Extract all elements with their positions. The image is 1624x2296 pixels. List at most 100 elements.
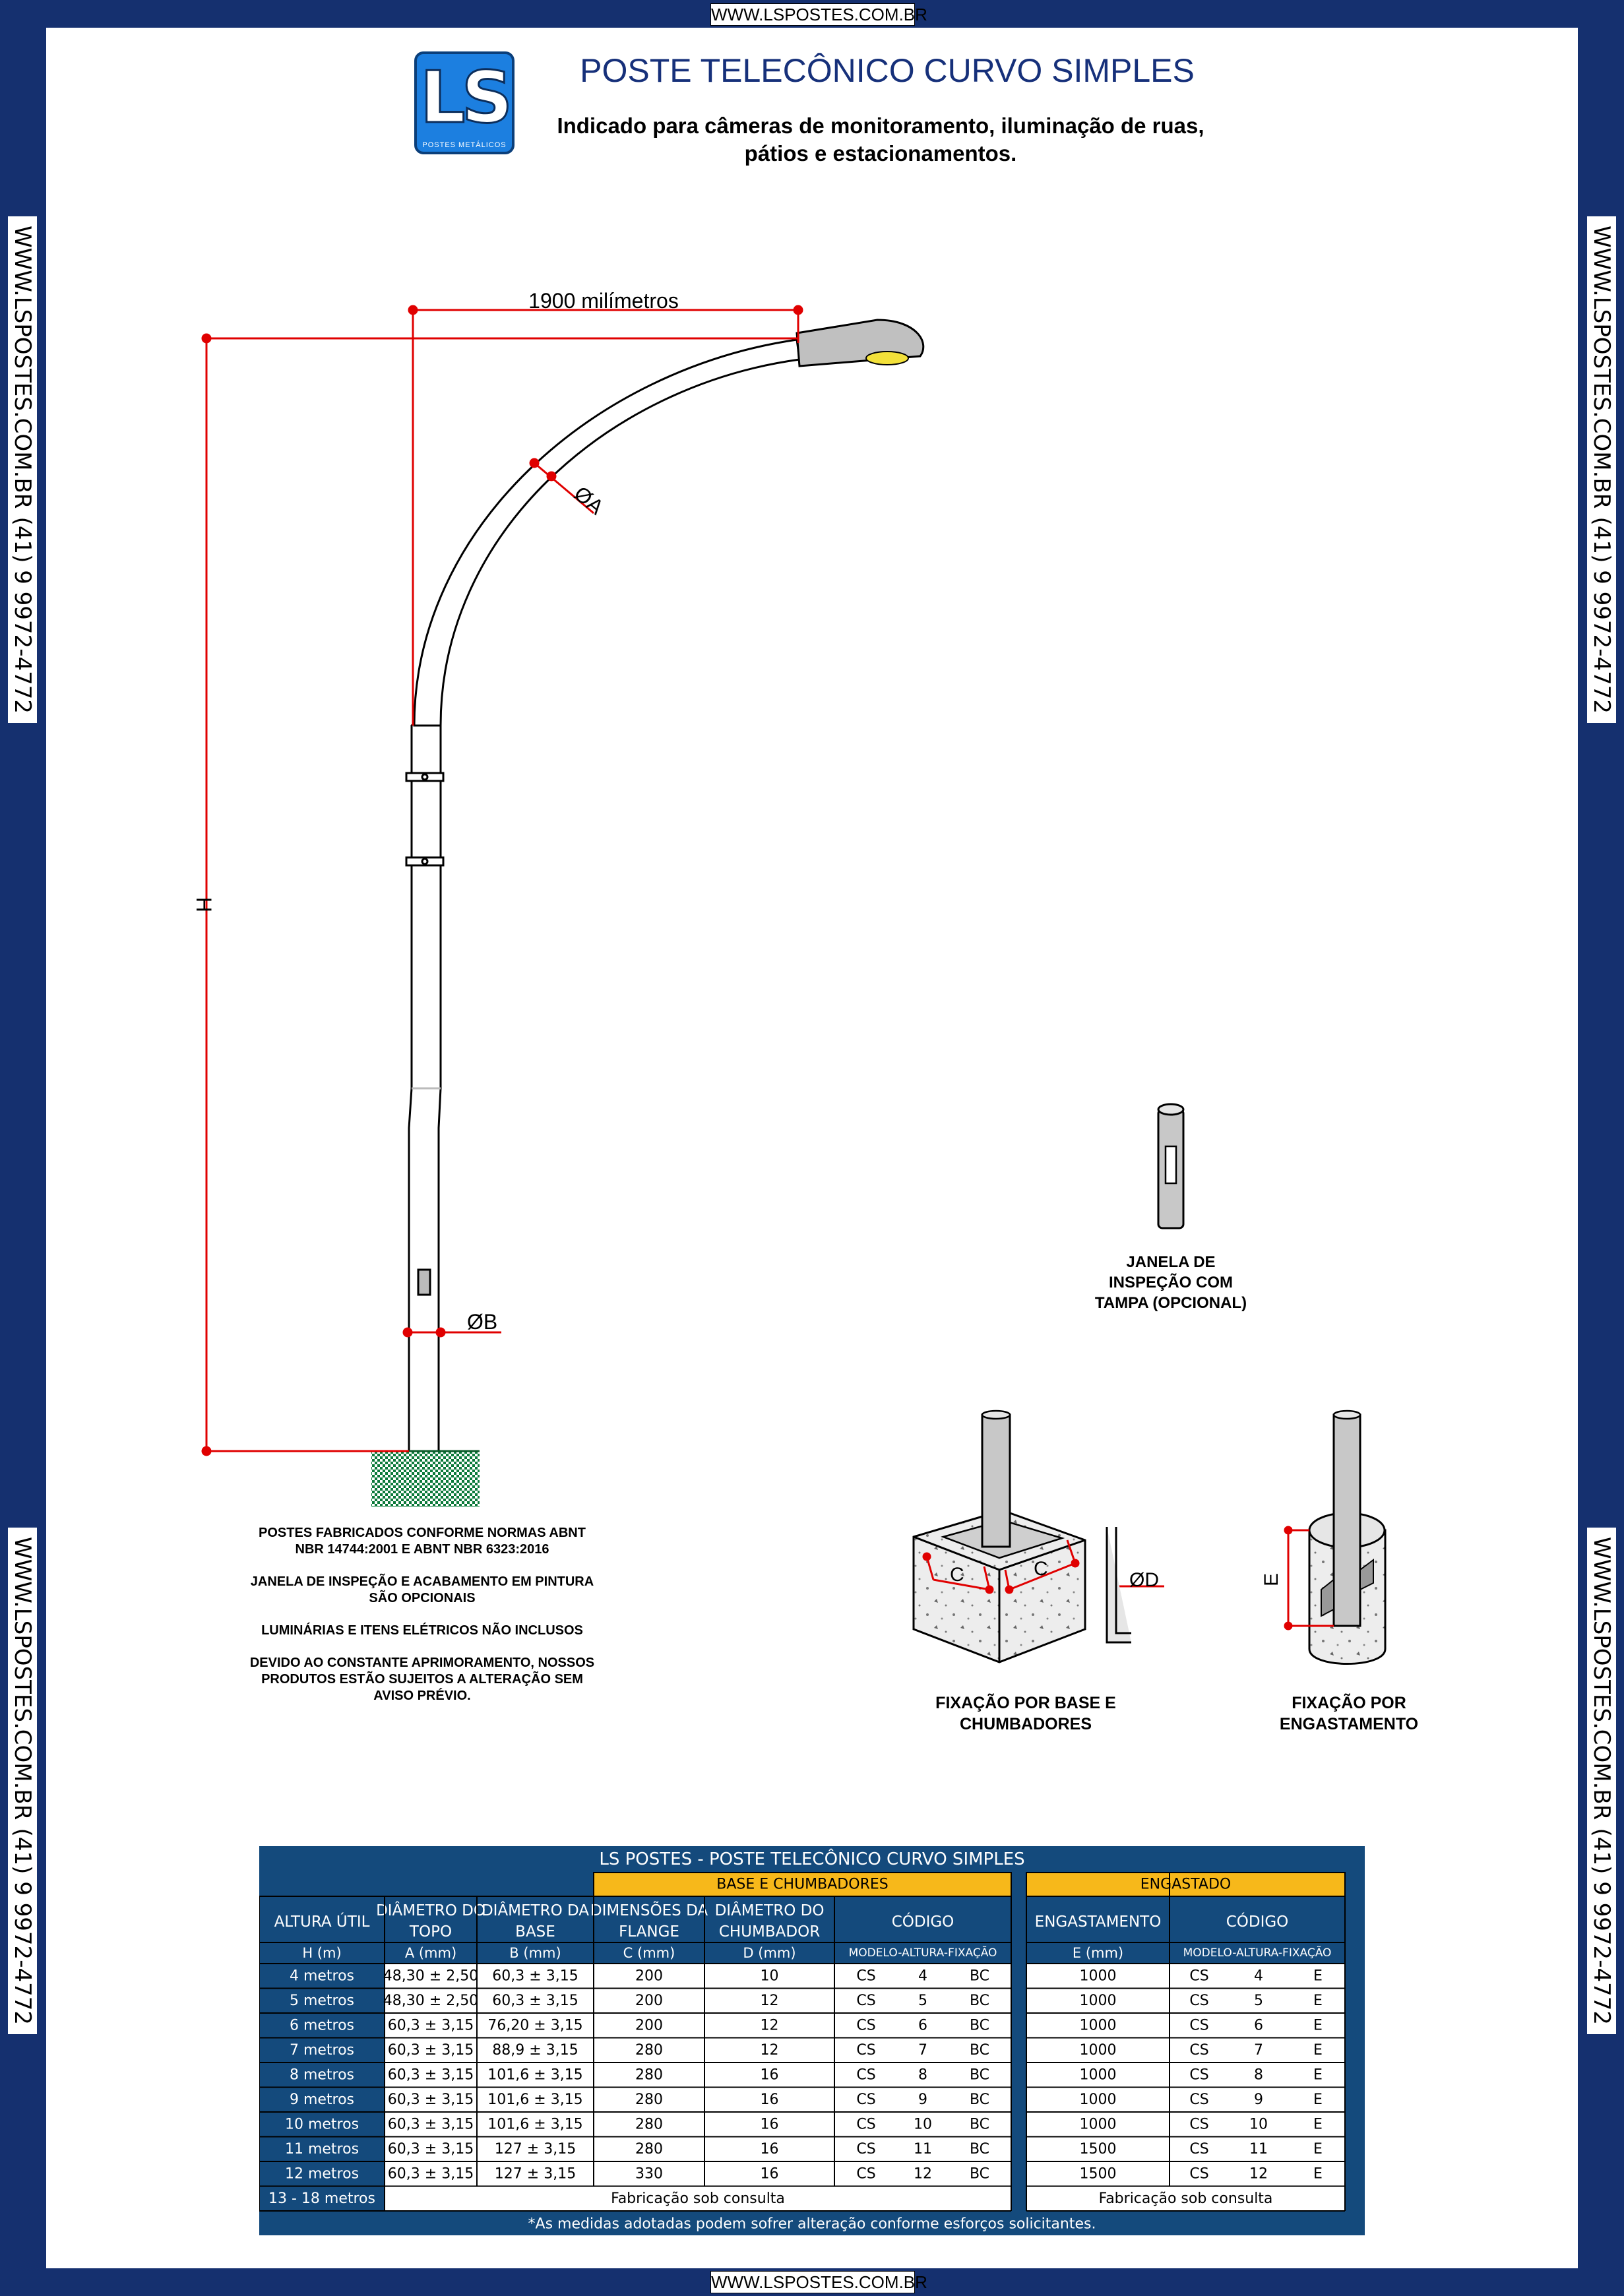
row-code2-model: CS <box>1189 2165 1208 2182</box>
row-code-fix: BC <box>970 1993 989 2009</box>
header-text: BASE <box>515 1923 555 1940</box>
row-code2-height: 11 <box>1249 2141 1268 2157</box>
table-row <box>1026 2136 1345 2161</box>
row-code-height: 9 <box>918 2092 927 2108</box>
row-code2-height: 6 <box>1254 2017 1263 2033</box>
embed-detail: E <box>1261 1410 1387 1665</box>
note-4: DEVIDO AO CONSTANTE APRIMORAMENTO, NOSSO… <box>249 1656 595 1703</box>
unit-text: C (mm) <box>623 1945 675 1961</box>
row-embed: 1000 <box>1080 2017 1117 2033</box>
row-base-diameter: 101,6 ± 3,15 <box>487 2092 582 2108</box>
table-title: LS POSTES - POSTE TELECÔNICO CURVO SIMPL… <box>599 1848 1024 1869</box>
row-top-diameter: 60,3 ± 3,15 <box>388 2066 474 2083</box>
note-2: JANELA DE INSPEÇÃO E ACABAMENTO EM PINTU… <box>250 1574 594 1605</box>
row-code2-model: CS <box>1189 1993 1208 2009</box>
base-diameter-label: ØB <box>467 1310 497 1334</box>
header-text: CÓDIGO <box>1226 1912 1289 1931</box>
row-code2-model: CS <box>1189 1968 1208 1984</box>
row-base-diameter: 101,6 ± 3,15 <box>487 2066 582 2083</box>
row-code-model: CS <box>856 1993 875 2009</box>
row-code2-height: 7 <box>1254 2042 1263 2059</box>
luminaire <box>796 319 925 367</box>
row-code-height: 8 <box>918 2066 927 2083</box>
row-code2-fix: E <box>1313 1968 1323 1984</box>
table-row <box>1026 2037 1345 2063</box>
window-caption: JANELA DE INSPEÇÃO COM TAMPA (OPCIONAL) <box>1094 1253 1247 1312</box>
table-row <box>385 2186 1011 2211</box>
site-url-bottom[interactable]: WWW.LSPOSTES.COM.BR <box>710 2271 927 2293</box>
row-code-model: CS <box>856 1968 875 1984</box>
row-code2-height: 5 <box>1254 1993 1263 2009</box>
table-row <box>1026 2087 1345 2112</box>
header-text: DIÂMETRO DO <box>376 1901 485 1919</box>
row-code2-model: CS <box>1189 2042 1208 2059</box>
table-row <box>385 2112 1011 2137</box>
row-code2-model: CS <box>1189 2066 1208 2083</box>
row-code2-fix: E <box>1313 2042 1323 2059</box>
row-code-fix: BC <box>970 2042 989 2059</box>
group-embed-label: ENGASTADO <box>1140 1877 1231 1893</box>
row-code2-model: CS <box>1189 2116 1208 2132</box>
row-code-fix: BC <box>970 2066 989 2083</box>
row-embed-note: Fabricação sob consulta <box>1099 2190 1273 2207</box>
row-code2-model: CS <box>1189 2141 1208 2157</box>
unit-text: MODELO-ALTURA-FIXAÇÃO <box>1183 1945 1332 1960</box>
row-code2-fix: E <box>1313 2092 1323 2108</box>
row-top-diameter: 60,3 ± 3,15 <box>388 2042 474 2059</box>
row-code-height: 11 <box>914 2141 932 2157</box>
row-anchor: 16 <box>761 2116 779 2132</box>
logo-tagline: POSTES METÁLICOS <box>422 141 507 149</box>
base-anchor-detail: C C ØD <box>912 1410 1164 1663</box>
row-anchor: 16 <box>761 2165 779 2182</box>
row-height: 11 metros <box>285 2141 359 2157</box>
row-code2-height: 10 <box>1249 2116 1268 2132</box>
site-url-top[interactable]: WWW.LSPOSTES.COM.BR <box>710 3 927 26</box>
unit-text: MODELO-ALTURA-FIXAÇÃO <box>849 1945 997 1960</box>
row-code2-fix: E <box>1313 2165 1323 2182</box>
row-code2-fix: E <box>1313 2017 1323 2033</box>
row-code2-height: 9 <box>1254 2092 1263 2108</box>
table-row <box>385 2136 1011 2161</box>
spec-table-grid: LS POSTES - POSTE TELECÔNICO CURVO SIMPL… <box>259 1848 1346 2233</box>
row-code-model: CS <box>856 2141 875 2157</box>
row-code2-height: 8 <box>1254 2066 1263 2083</box>
row-code2-height: 12 <box>1249 2165 1268 2182</box>
table-row <box>1026 2112 1345 2137</box>
row-flange: 330 <box>635 2165 663 2182</box>
row-height: 4 metros <box>290 1968 354 1984</box>
notes: POSTES FABRICADOS CONFORME NORMAS ABNT N… <box>244 1525 600 1720</box>
row-embed: 1000 <box>1080 2092 1117 2108</box>
embed-caption: FIXAÇÃO POR ENGASTAMENTO <box>1279 1694 1419 1733</box>
header-text: CÓDIGO <box>892 1912 954 1931</box>
row-flange: 280 <box>635 2066 663 2083</box>
subtitle-line-1: Indicado para câmeras de monitoramento, … <box>557 113 1204 138</box>
header-text: DIÂMETRO DO <box>715 1901 825 1919</box>
row-code2-fix: E <box>1313 2116 1323 2132</box>
unit-text: H (m) <box>302 1945 341 1961</box>
table-row <box>1026 2161 1345 2187</box>
row-flange: 200 <box>635 1968 663 1984</box>
header-text: FLANGE <box>619 1923 679 1940</box>
row-code2-fix: E <box>1313 2141 1323 2157</box>
row-code-height: 5 <box>918 1993 927 2009</box>
row-anchor: 12 <box>761 2017 779 2033</box>
row-code2-height: 4 <box>1254 1968 1263 1984</box>
row-base-diameter: 60,3 ± 3,15 <box>492 1993 578 2009</box>
row-code-fix: BC <box>970 2017 989 2033</box>
table-row <box>385 2037 1011 2063</box>
unit-text: D (mm) <box>743 1945 796 1961</box>
row-code-fix: BC <box>970 1968 989 1984</box>
row-embed: 1000 <box>1080 2042 1117 2059</box>
row-code-model: CS <box>856 2165 875 2182</box>
ground-hatch <box>371 1451 480 1507</box>
row-height: 9 metros <box>290 2092 354 2108</box>
row-top-diameter: 48,30 ± 2,50 <box>383 1968 478 1984</box>
row-code2-model: CS <box>1189 2092 1208 2108</box>
header-text: TOPO <box>409 1923 452 1940</box>
row-embed: 1500 <box>1080 2141 1117 2157</box>
logo-letters: LS <box>419 56 512 140</box>
base-caption: FIXAÇÃO POR BASE E CHUMBADORES <box>935 1694 1116 1733</box>
row-top-diameter: 60,3 ± 3,15 <box>388 2165 474 2182</box>
table-row <box>1026 2063 1345 2088</box>
